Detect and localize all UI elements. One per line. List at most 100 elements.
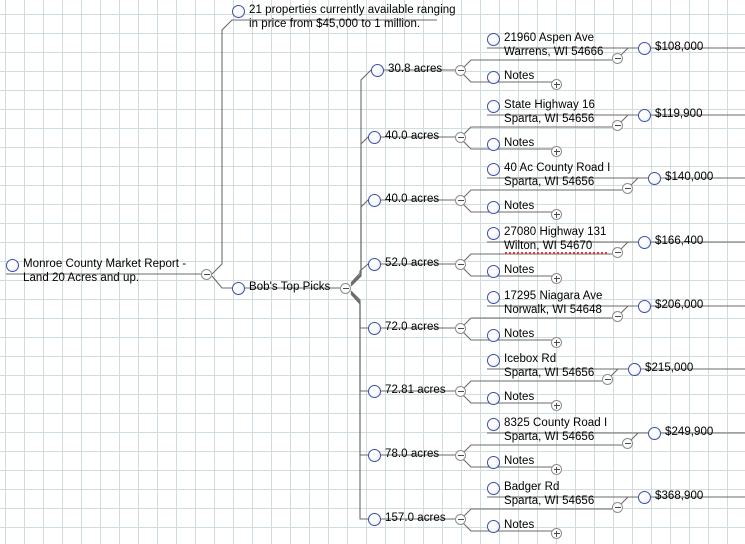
acres-label: 40.0 acres	[385, 193, 440, 205]
notes-node[interactable]: Notes	[487, 137, 534, 151]
notes-node[interactable]: Notes	[487, 455, 534, 469]
address-city: Sparta, WI 54656	[504, 175, 595, 188]
root-label-line2: Land 20 Acres and up.	[23, 271, 140, 284]
price-node[interactable]: $368,900	[638, 490, 703, 504]
node-bullet-icon	[368, 385, 381, 398]
node-bullet-icon	[368, 194, 381, 207]
notes-node[interactable]: Notes	[487, 391, 534, 405]
branch-node-bobs-top-picks[interactable]: Bob's Top Picks	[232, 281, 330, 295]
collapse-control-property[interactable]	[455, 65, 466, 76]
node-bullet-icon	[628, 363, 641, 376]
expand-control-notes[interactable]	[551, 528, 562, 539]
node-bullet-icon	[487, 100, 500, 113]
price-node[interactable]: $249,900	[648, 426, 713, 440]
collapse-control-address[interactable]	[612, 120, 623, 131]
address-node[interactable]: Badger Rd Sparta, WI 54656	[487, 481, 594, 508]
price-node[interactable]: $166,400	[638, 235, 703, 249]
address-label: Badger Rd Sparta, WI 54656	[504, 481, 594, 508]
address-city: Wilton, WI 54670	[504, 239, 607, 254]
address-node[interactable]: 8325 County Road I Sparta, WI 54656	[487, 417, 607, 444]
collapse-control-address[interactable]	[622, 183, 633, 194]
notes-node[interactable]: Notes	[487, 519, 534, 533]
collapse-control-address[interactable]	[612, 53, 623, 64]
price-node[interactable]: $206,000	[638, 299, 703, 313]
address-label: 27080 Highway 131 Wilton, WI 54670	[504, 226, 607, 254]
node-bullet-icon	[368, 131, 381, 144]
acres-label: 30.8 acres	[388, 63, 443, 75]
address-city: Sparta, WI 54656	[504, 366, 595, 379]
acres-node[interactable]: 78.0 acres	[368, 448, 439, 462]
address-city: Warrens, WI 54666	[504, 45, 604, 58]
node-bullet-icon	[487, 456, 500, 469]
collapse-control-address[interactable]	[602, 374, 613, 385]
address-city: Sparta, WI 54656	[504, 430, 595, 443]
node-bullet-icon	[487, 482, 500, 495]
expand-control-notes[interactable]	[551, 146, 562, 157]
expand-control-notes[interactable]	[551, 79, 562, 90]
notes-node[interactable]: Notes	[487, 70, 534, 84]
acres-label: 72.81 acres	[385, 384, 446, 396]
acres-node[interactable]: 40.0 acres	[368, 130, 439, 144]
collapse-control-root[interactable]	[201, 269, 212, 280]
address-node[interactable]: State Highway 16 Sparta, WI 54656	[487, 99, 595, 126]
collapse-control-property[interactable]	[455, 450, 466, 461]
collapse-control-property[interactable]	[455, 323, 466, 334]
node-bullet-icon	[487, 201, 500, 214]
acres-node[interactable]: 157.0 acres	[368, 512, 446, 526]
address-street: Badger Rd	[504, 481, 560, 493]
address-node[interactable]: 40 Ac County Road I Sparta, WI 54656	[487, 162, 610, 189]
node-bullet-icon	[487, 163, 500, 176]
price-node[interactable]: $140,000	[648, 171, 713, 185]
collapse-control-address[interactable]	[612, 311, 623, 322]
node-bullet-icon	[487, 138, 500, 151]
price-node[interactable]: $215,000	[628, 362, 693, 376]
collapse-control-address[interactable]	[612, 502, 623, 513]
node-bullet-icon	[487, 329, 500, 342]
collapse-control-property[interactable]	[455, 386, 466, 397]
notes-node[interactable]: Notes	[487, 264, 534, 278]
node-bullet-icon	[638, 236, 651, 249]
collapse-control-property[interactable]	[455, 132, 466, 143]
node-bullet-icon	[638, 109, 651, 122]
root-node[interactable]: Monroe County Market Report - Land 20 Ac…	[6, 258, 186, 285]
expand-control-notes[interactable]	[551, 400, 562, 411]
branch-node-label: Bob's Top Picks	[249, 281, 331, 293]
price-node[interactable]: $108,000	[638, 41, 703, 55]
collapse-control-property[interactable]	[455, 259, 466, 270]
address-label: 21960 Aspen Ave Warrens, WI 54666	[504, 32, 604, 59]
acres-node[interactable]: 72.0 acres	[368, 321, 439, 335]
address-street: Icebox Rd	[504, 353, 557, 365]
expand-control-notes[interactable]	[551, 464, 562, 475]
acres-node[interactable]: 72.81 acres	[368, 384, 446, 398]
collapse-control-address[interactable]	[622, 438, 633, 449]
collapse-control-property[interactable]	[455, 514, 466, 525]
address-node[interactable]: 17295 Niagara Ave Norwalk, WI 54648	[487, 290, 602, 317]
summary-note-node[interactable]: 21 properties currently available rangin…	[232, 4, 456, 31]
notes-label: Notes	[504, 137, 535, 149]
address-node[interactable]: Icebox Rd Sparta, WI 54656	[487, 353, 594, 380]
acres-node[interactable]: 30.8 acres	[371, 63, 442, 77]
expand-control-notes[interactable]	[551, 209, 562, 220]
address-street: 17295 Niagara Ave	[504, 290, 603, 302]
node-bullet-icon	[487, 265, 500, 278]
address-node[interactable]: 27080 Highway 131 Wilton, WI 54670	[487, 226, 607, 254]
expand-control-notes[interactable]	[551, 273, 562, 284]
address-node[interactable]: 21960 Aspen Ave Warrens, WI 54666	[487, 32, 604, 59]
notes-node[interactable]: Notes	[487, 200, 534, 214]
expand-control-notes[interactable]	[551, 337, 562, 348]
collapse-control-bobs-top-picks[interactable]	[340, 283, 351, 294]
address-label: 8325 County Road I Sparta, WI 54656	[504, 417, 607, 444]
acres-node[interactable]: 40.0 acres	[368, 193, 439, 207]
notes-label: Notes	[504, 200, 535, 212]
notes-label: Notes	[504, 455, 535, 467]
collapse-control-property[interactable]	[455, 195, 466, 206]
notes-label: Notes	[504, 328, 535, 340]
notes-node[interactable]: Notes	[487, 328, 534, 342]
acres-label: 157.0 acres	[385, 512, 446, 524]
summary-note-label: 21 properties currently available rangin…	[249, 4, 456, 31]
collapse-control-address[interactable]	[612, 247, 623, 258]
price-node[interactable]: $119,900	[638, 108, 703, 122]
node-bullet-icon	[368, 322, 381, 335]
acres-node[interactable]: 52.0 acres	[368, 257, 439, 271]
